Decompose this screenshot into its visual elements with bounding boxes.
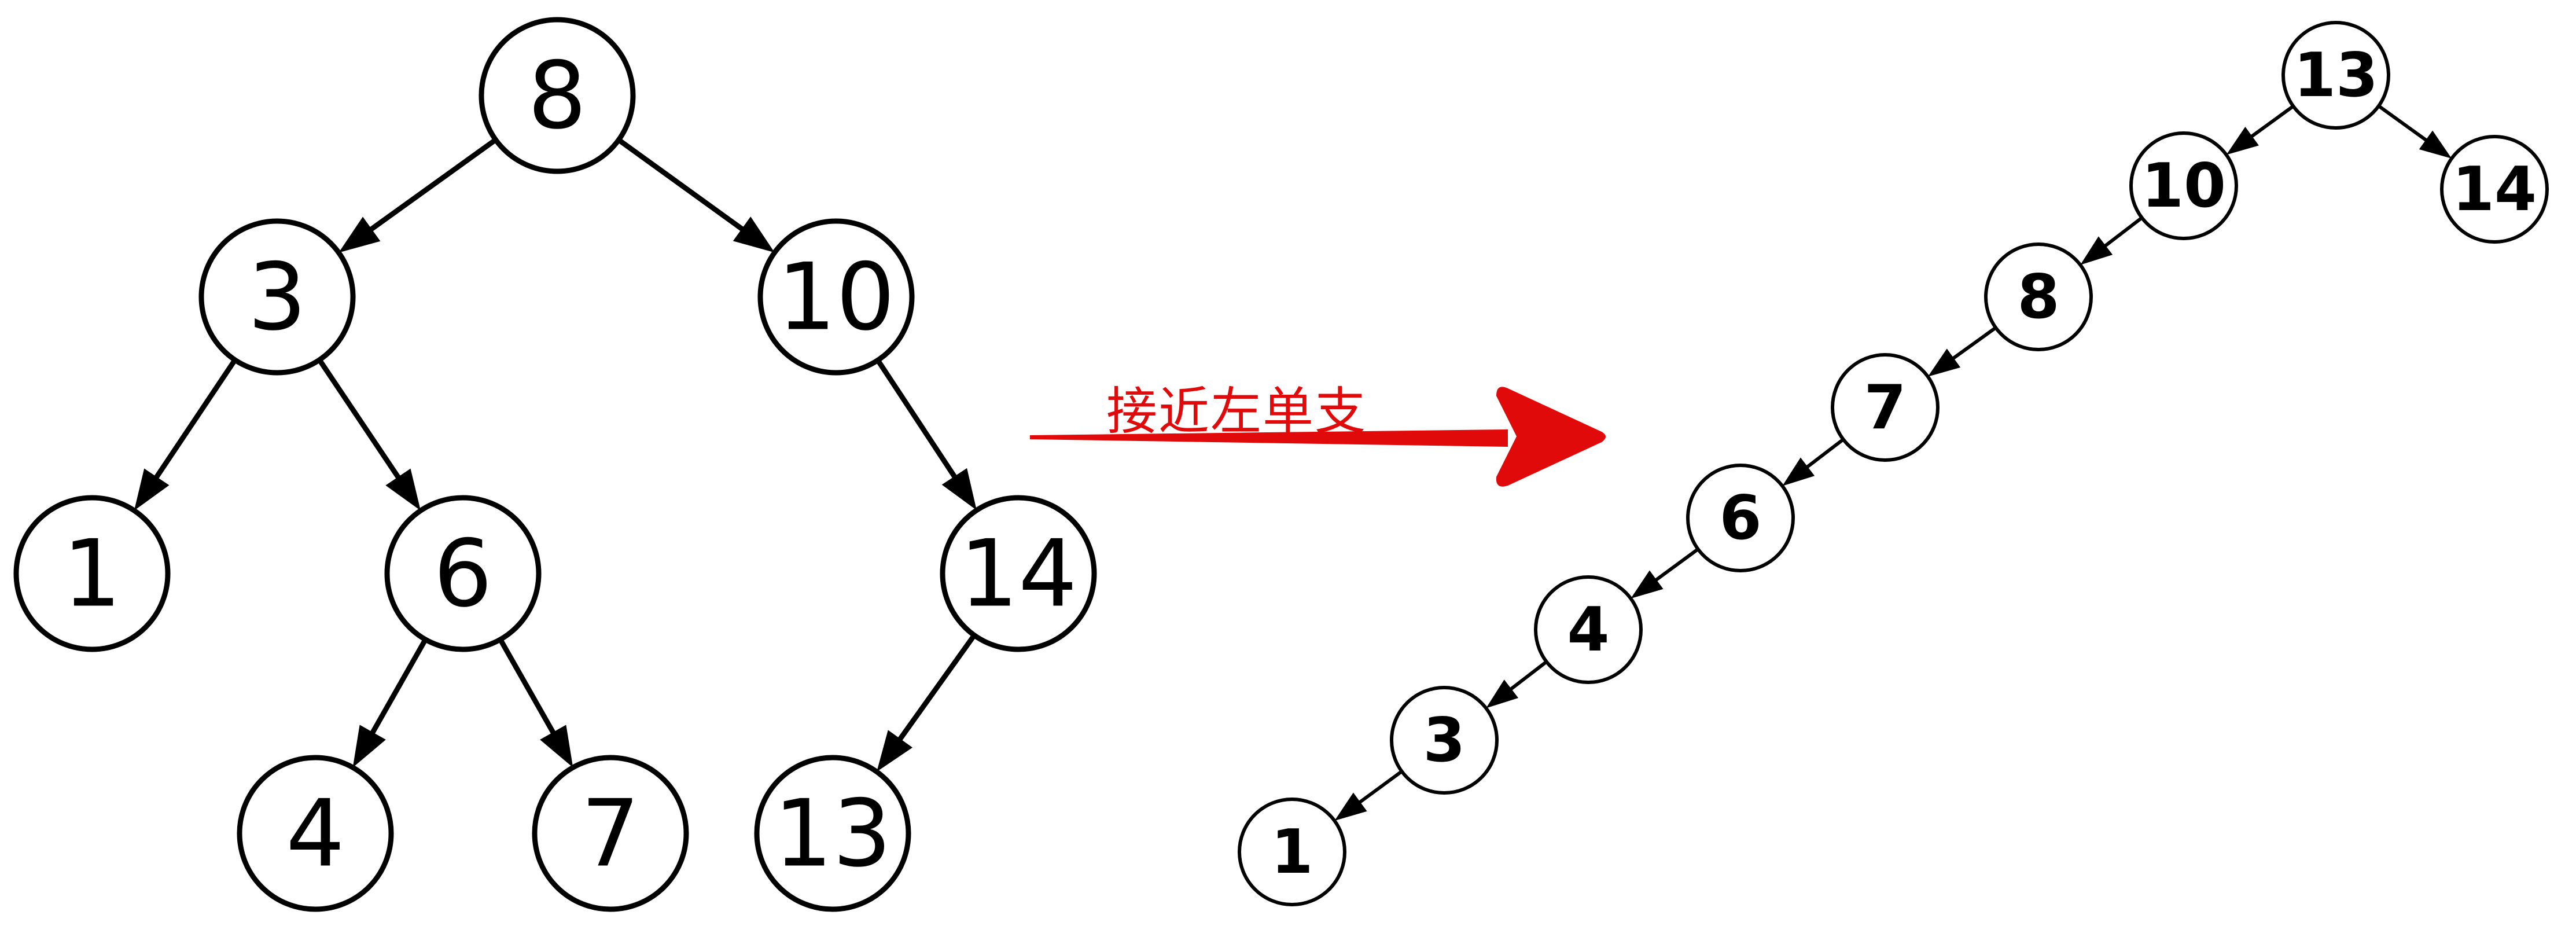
- edge-4-to-3: [1486, 660, 1548, 708]
- node-label: 6: [433, 520, 492, 628]
- left-tree-original-bst: 8 3 10 1 6 14 4 7 13: [13, 17, 1097, 912]
- node-label: 8: [2017, 262, 2059, 332]
- edge-8-to-10: [617, 138, 775, 253]
- node-label: 10: [777, 243, 895, 351]
- arrowhead-icon: [1334, 792, 1367, 821]
- tree-node-4: 4: [237, 755, 394, 912]
- node-label: 10: [2141, 150, 2226, 221]
- transition-caption: 接近左单支: [1106, 381, 1367, 441]
- node-label: 7: [1864, 372, 1906, 443]
- edge-13-to-10: [2226, 105, 2295, 155]
- edge-3-to-1: [134, 358, 237, 511]
- node-label: 4: [1567, 594, 1609, 665]
- edge-14-to-13: [877, 633, 977, 772]
- node-label: 7: [581, 780, 640, 888]
- edge-6-to-7: [498, 638, 573, 768]
- tree-node-8: 8: [479, 17, 636, 174]
- arrowhead-icon: [1927, 348, 1961, 377]
- transition-arrow: [1030, 387, 1606, 487]
- edge-3-to-6: [317, 358, 421, 511]
- arrowhead-icon: [2226, 127, 2259, 155]
- tree-node-13: 13: [2281, 21, 2390, 130]
- edge-7-to-6: [1782, 438, 1845, 486]
- tree-node-7: 7: [532, 755, 689, 912]
- edge-8-to-3: [338, 137, 498, 253]
- tree-node-8: 8: [1984, 242, 2093, 351]
- arrowhead-icon: [1782, 457, 1815, 486]
- arrowhead-icon: [2419, 130, 2452, 159]
- tree-node-14: 14: [940, 495, 1097, 652]
- node-label: 1: [1271, 817, 1313, 887]
- node-label: 6: [1719, 483, 1761, 553]
- edge-10-to-8: [2080, 216, 2143, 265]
- tree-node-14: 14: [2440, 135, 2549, 244]
- arrowhead-icon: [1631, 570, 1664, 599]
- node-label: 3: [1423, 705, 1465, 776]
- node-label: 8: [528, 42, 587, 150]
- edge-8-to-7: [1927, 326, 1997, 377]
- arrowhead-icon: [338, 216, 381, 253]
- tree-node-1: 1: [1238, 798, 1346, 906]
- node-label: 1: [62, 520, 122, 628]
- edge-3-to-1: [1334, 770, 1403, 821]
- tree-node-13: 13: [754, 755, 911, 912]
- arrowhead-icon: [2080, 236, 2113, 265]
- tree-node-4: 4: [1534, 575, 1643, 684]
- tree-node-6: 6: [1686, 464, 1795, 572]
- node-label: 3: [248, 243, 307, 351]
- node-label: 14: [959, 520, 1077, 628]
- arrowhead-icon: [540, 725, 573, 768]
- tree-node-6: 6: [384, 495, 542, 652]
- tree-node-10: 10: [2129, 131, 2238, 240]
- arrow-shaft: [1030, 429, 1508, 447]
- edge-6-to-4: [352, 638, 428, 768]
- node-label: 13: [2294, 40, 2378, 111]
- tree-node-10: 10: [757, 218, 915, 376]
- edge-13-to-14: [2378, 104, 2452, 159]
- arrowhead-icon: [134, 468, 170, 511]
- node-label: 13: [774, 780, 892, 888]
- tree-node-3: 3: [1390, 686, 1499, 795]
- arrowhead-icon: [941, 468, 977, 510]
- arrowhead-icon: [385, 468, 421, 511]
- tree-node-1: 1: [13, 495, 171, 652]
- edge-6-to-4: [1631, 547, 1699, 599]
- arrow-right-icon: [1496, 387, 1606, 487]
- tree-node-3: 3: [198, 218, 356, 376]
- node-label: 4: [286, 780, 345, 888]
- arrowhead-icon: [352, 725, 386, 768]
- right-tree-left-skewed-bst: 13 10 14 8 7 6 4 3 1: [1238, 21, 2549, 906]
- node-label: 14: [2452, 154, 2537, 225]
- edge-10-to-14: [875, 358, 977, 510]
- arrowhead-icon: [1486, 679, 1519, 708]
- arrowhead-icon: [877, 730, 913, 772]
- tree-node-7: 7: [1831, 353, 1940, 462]
- arrowhead-icon: [733, 216, 775, 253]
